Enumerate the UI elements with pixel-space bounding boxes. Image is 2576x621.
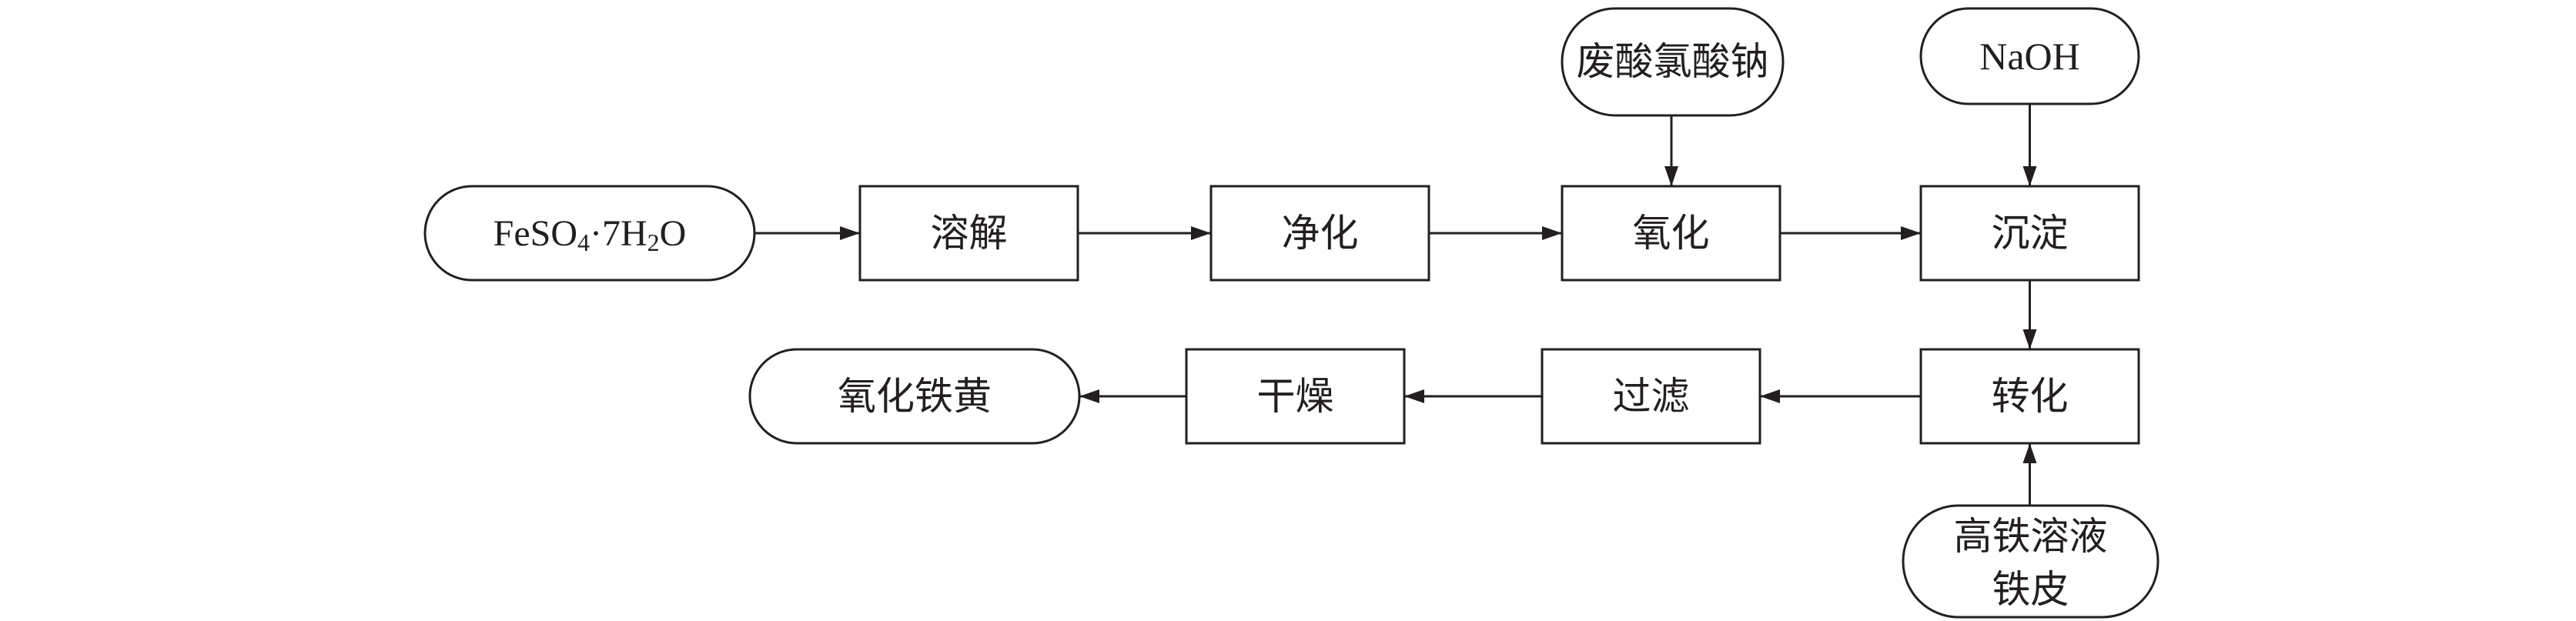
node-purify-label: 净化 (1282, 212, 1359, 255)
node-waste-acid: 废酸氯酸钠 (1561, 7, 1785, 117)
formula-part: FeSO (493, 213, 577, 254)
node-feso4-label: FeSO4·7H2O (493, 213, 687, 257)
node-high-iron-label-line1: 高铁溶液 (1954, 515, 2108, 558)
node-naoh: NaOH (1919, 7, 2140, 105)
node-dissolve-label: 溶解 (931, 212, 1008, 255)
node-product-label: 氧化铁黄 (838, 375, 992, 418)
formula-subscript: 4 (577, 229, 590, 256)
node-filter: 过滤 (1541, 348, 1761, 445)
formula-subscript: 2 (647, 229, 660, 256)
node-convert-label: 转化 (1992, 375, 2069, 418)
node-feso4: FeSO4·7H2O (423, 185, 756, 282)
node-convert: 转化 (1919, 348, 2140, 445)
node-purify: 净化 (1209, 185, 1430, 282)
node-dry-label: 干燥 (1257, 375, 1334, 418)
node-filter-label: 过滤 (1613, 375, 1690, 418)
node-precipitate: 沉淀 (1919, 185, 2140, 282)
formula-part: O (660, 213, 687, 254)
node-high-iron-label-line2: 铁皮 (1992, 568, 2069, 611)
node-product: 氧化铁黄 (748, 348, 1081, 445)
node-oxidize: 氧化 (1561, 185, 1781, 282)
node-high-iron: 高铁溶液 铁皮 (1902, 504, 2159, 619)
node-naoh-label: NaOH (1979, 35, 2080, 78)
node-oxidize-label: 氧化 (1633, 212, 1710, 255)
node-waste-acid-label: 废酸氯酸钠 (1577, 40, 1769, 83)
node-dissolve: 溶解 (858, 185, 1079, 282)
node-dry: 干燥 (1185, 348, 1406, 445)
node-precipitate-label: 沉淀 (1992, 212, 2069, 255)
formula-part: ·7H (590, 213, 647, 254)
